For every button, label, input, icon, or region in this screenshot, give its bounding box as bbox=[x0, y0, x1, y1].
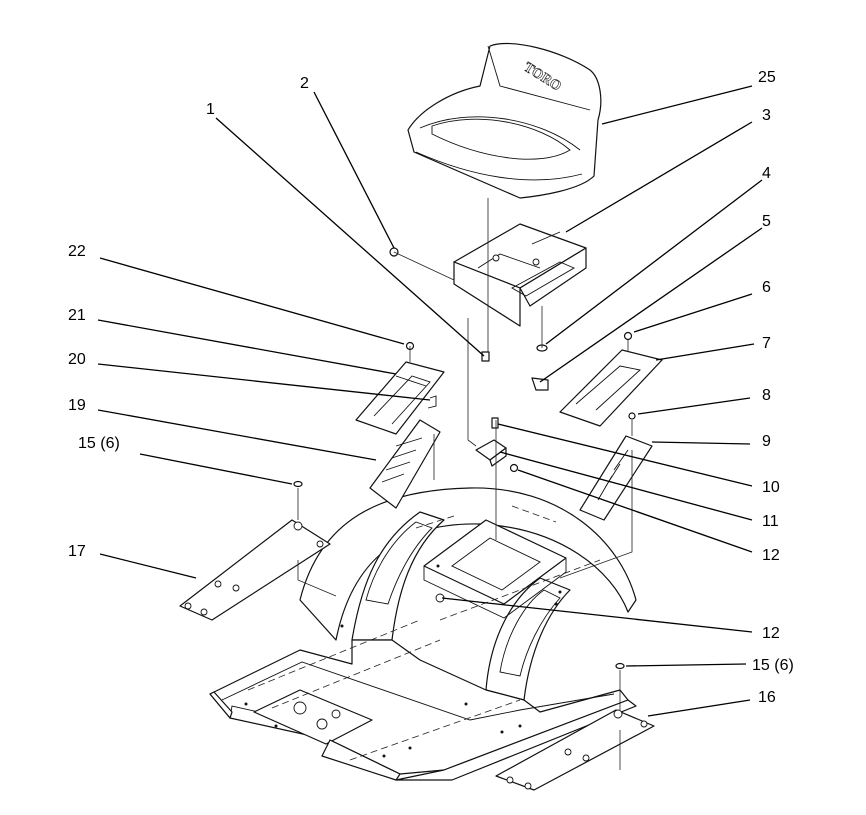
callout-12-lower: 12 bbox=[762, 625, 780, 642]
left-plates bbox=[179, 361, 445, 621]
callout-22: 22 bbox=[68, 243, 86, 260]
callout-12-upper: 12 bbox=[762, 547, 780, 564]
callout-3: 3 bbox=[762, 107, 771, 124]
callout-7: 7 bbox=[762, 335, 771, 352]
callout-1: 1 bbox=[206, 101, 215, 118]
callout-8: 8 bbox=[762, 387, 771, 404]
hardware bbox=[293, 247, 636, 670]
callout-10: 10 bbox=[762, 479, 780, 496]
callout-17: 17 bbox=[68, 543, 86, 560]
callout-15-left: 15 (6) bbox=[78, 435, 120, 452]
callout-16: 16 bbox=[758, 689, 776, 706]
fender-body bbox=[209, 487, 637, 781]
leader-lines bbox=[97, 85, 763, 717]
callout-5: 5 bbox=[762, 213, 771, 230]
callout-15-right: 15 (6) bbox=[752, 657, 794, 674]
callout-21: 21 bbox=[68, 307, 86, 324]
seat-pan bbox=[453, 223, 587, 327]
callout-2: 2 bbox=[300, 75, 309, 92]
assembly-axes bbox=[297, 198, 633, 770]
callout-19: 19 bbox=[68, 397, 86, 414]
callout-20: 20 bbox=[68, 351, 86, 368]
callout-labels: 1 2 25 3 4 5 6 7 8 9 10 11 12 12 22 21 2… bbox=[68, 69, 794, 706]
callout-4: 4 bbox=[762, 165, 771, 182]
callout-25: 25 bbox=[758, 69, 776, 86]
callout-6: 6 bbox=[762, 279, 771, 296]
callout-11: 11 bbox=[762, 513, 779, 530]
callout-9: 9 bbox=[762, 433, 771, 450]
seat: TORO bbox=[407, 42, 602, 199]
